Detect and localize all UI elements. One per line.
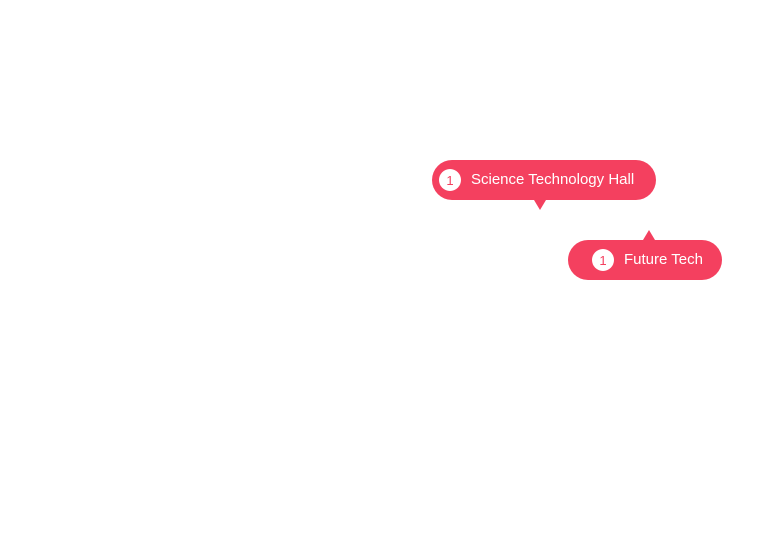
marker-pointer-icon (643, 230, 655, 240)
marker-label: Future Tech (624, 251, 703, 268)
marker-label: Science Technology Hall (471, 171, 635, 188)
marker-pointer-icon (534, 200, 546, 210)
map-marker-future-tech[interactable]: 1 Future Tech (568, 230, 722, 280)
marker-count-badge: 1 (439, 169, 461, 191)
map-marker-science-technology-hall[interactable]: 1 Science Technology Hall (432, 160, 656, 210)
marker-count-badge: 1 (592, 249, 614, 271)
